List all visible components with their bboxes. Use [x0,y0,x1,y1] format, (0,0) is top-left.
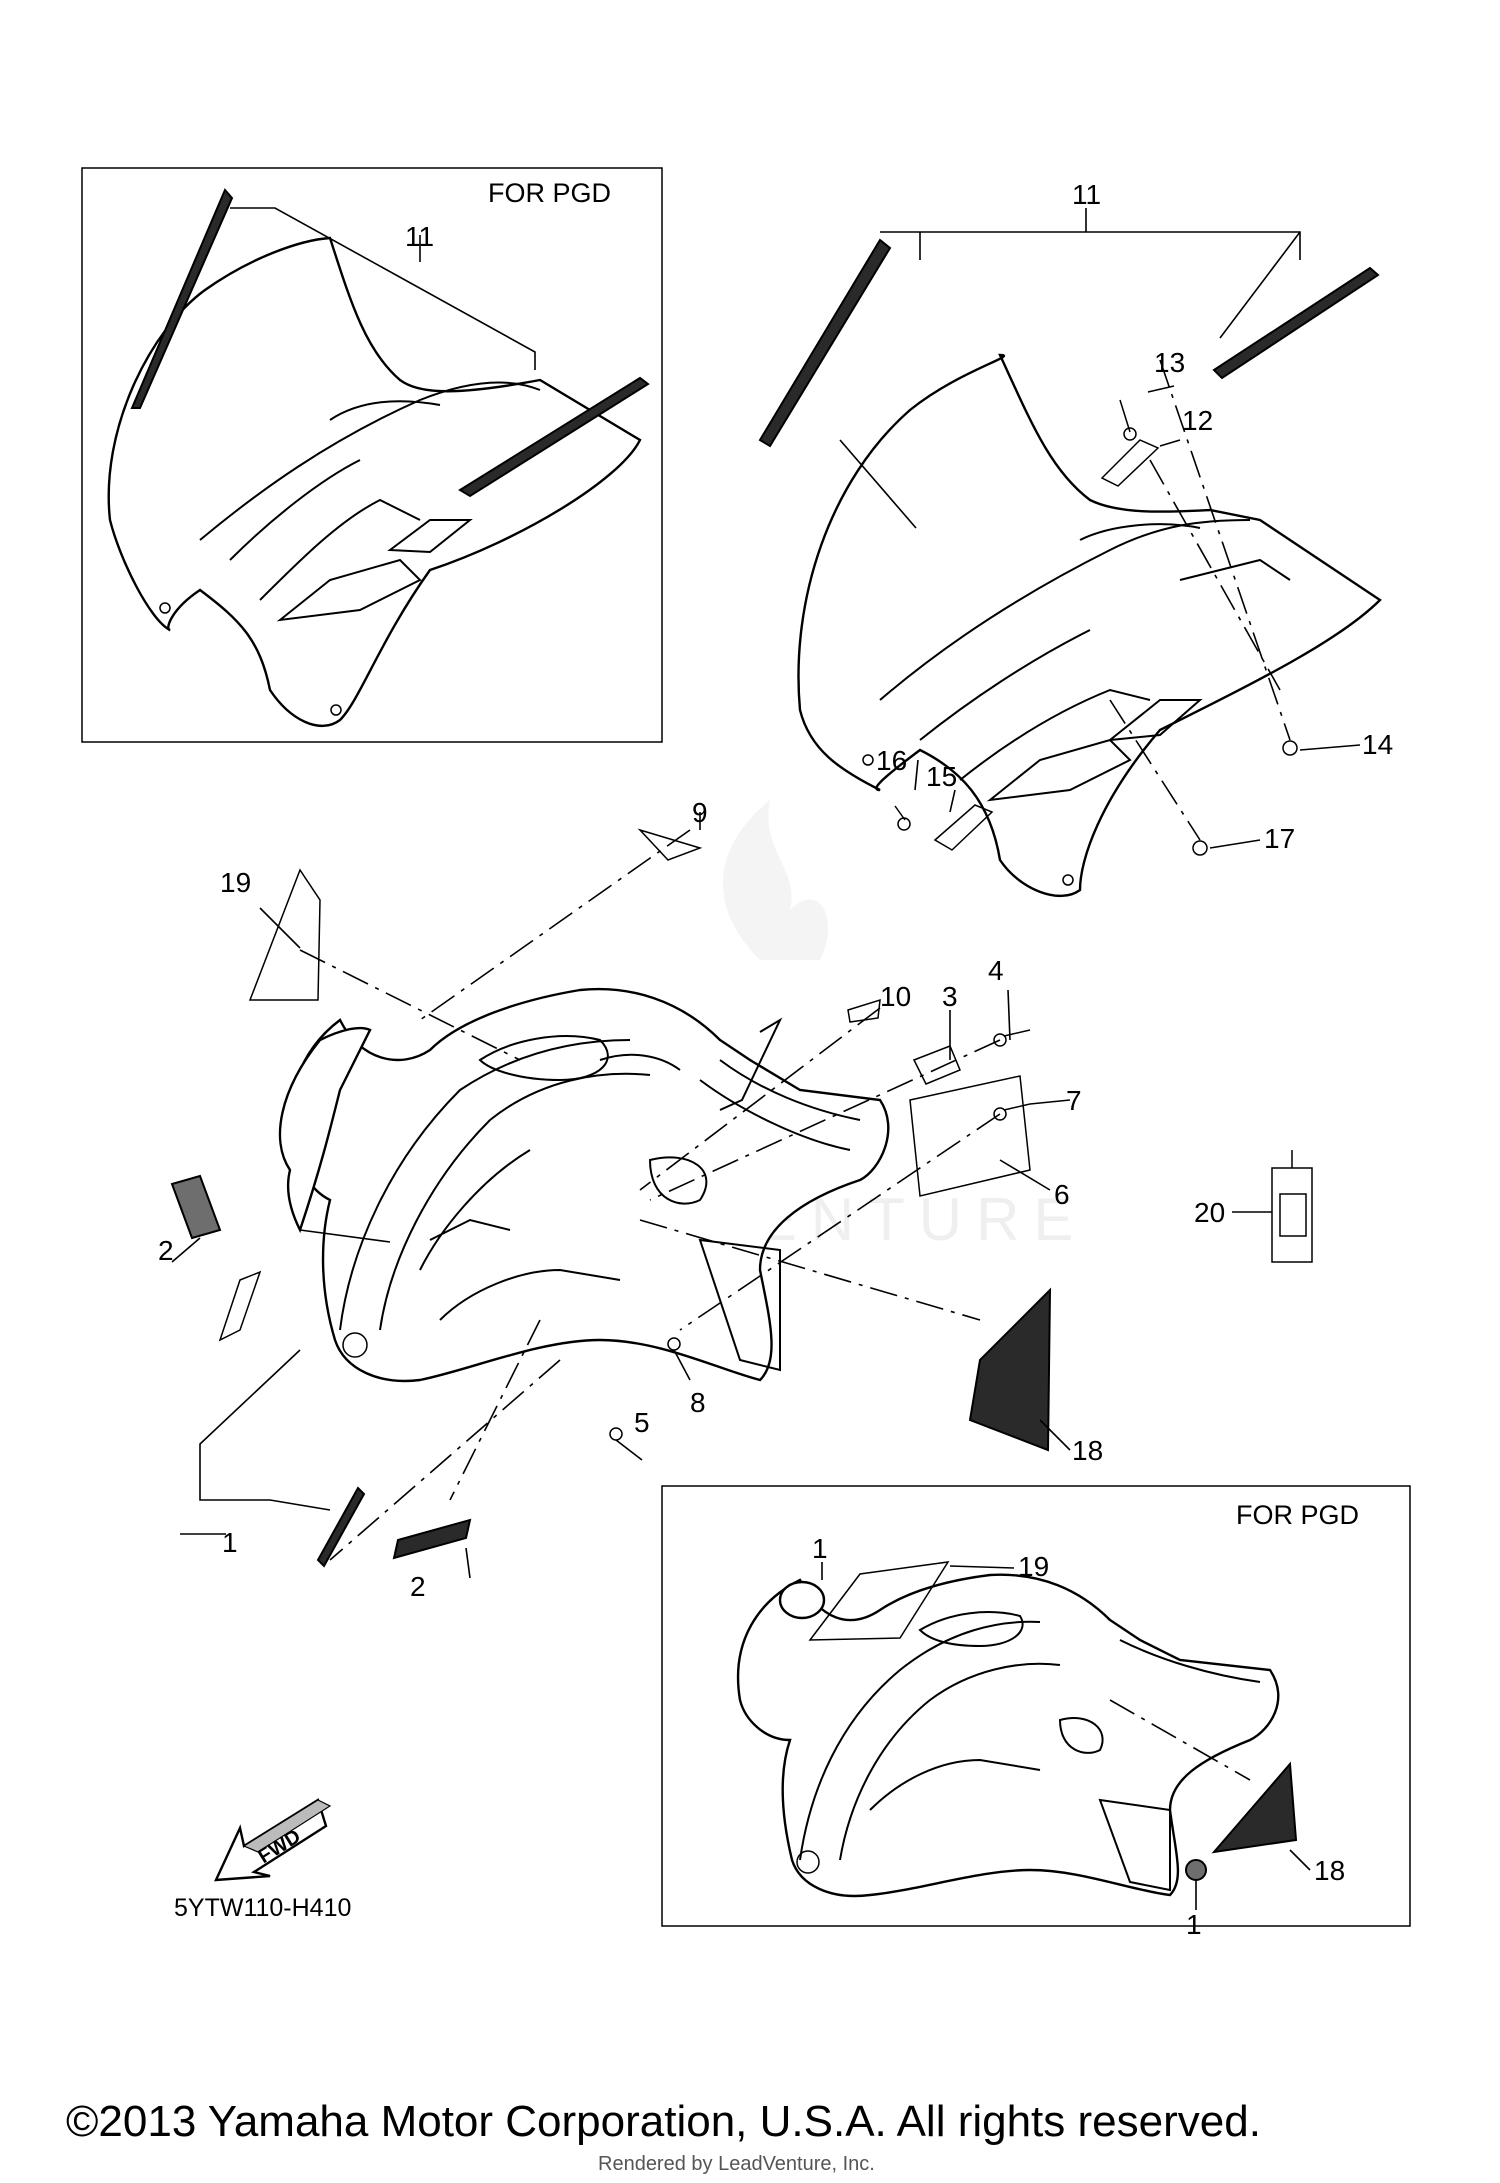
callout-5: 5 [634,1407,650,1438]
callout-18: 18 [1072,1435,1103,1466]
callout-1: 1 [1186,1909,1202,1940]
callout-11: 11 [405,221,434,252]
callout-19: 19 [1018,1551,1049,1582]
box-for-pgd-top: FOR PGD 11 [81,167,663,743]
callout-13: 13 [1154,347,1185,378]
callout-6: 6 [1054,1179,1070,1210]
callout-10: 10 [880,981,911,1012]
callout-7: 7 [1066,1085,1082,1116]
callout-17: 17 [1264,823,1295,854]
callout-19: 19 [220,867,251,898]
callout-1: 1 [222,1527,238,1558]
callout-16: 16 [876,745,907,776]
callout-15: 15 [926,761,957,792]
callout-4: 4 [988,955,1004,986]
callout-1: 1 [812,1533,828,1564]
callout-8: 8 [690,1387,706,1418]
box-title: FOR PGD [488,178,611,208]
callout-9: 9 [692,797,708,828]
fwd-arrow-icon: FWD [214,1798,332,1882]
copyright-notice: ©2013 Yamaha Motor Corporation, U.S.A. A… [66,2097,1261,2146]
box-title: FOR PGD [1236,1500,1359,1530]
drawing-code: 5YTW110-H410 [174,1894,351,1922]
callout-20: 20 [1194,1197,1225,1228]
callout-14: 14 [1362,729,1393,760]
callout-12: 12 [1182,405,1213,436]
callout-3: 3 [942,981,958,1012]
front-fender-assembly: 9 19 10 3 4 7 6 20 2 8 5 18 1 2 [158,797,1313,1602]
rear-fender-assembly: 11 13 12 14 16 15 17 [758,179,1393,898]
callout-2: 2 [410,1571,426,1602]
callout-11: 11 [1072,179,1101,210]
rendered-by-credit: Rendered by LeadVenture, Inc. [598,2153,875,2175]
callout-18: 18 [1314,1855,1345,1886]
callout-2: 2 [158,1235,174,1266]
box-for-pgd-bottom: FOR PGD 1 19 18 1 [661,1485,1411,1940]
